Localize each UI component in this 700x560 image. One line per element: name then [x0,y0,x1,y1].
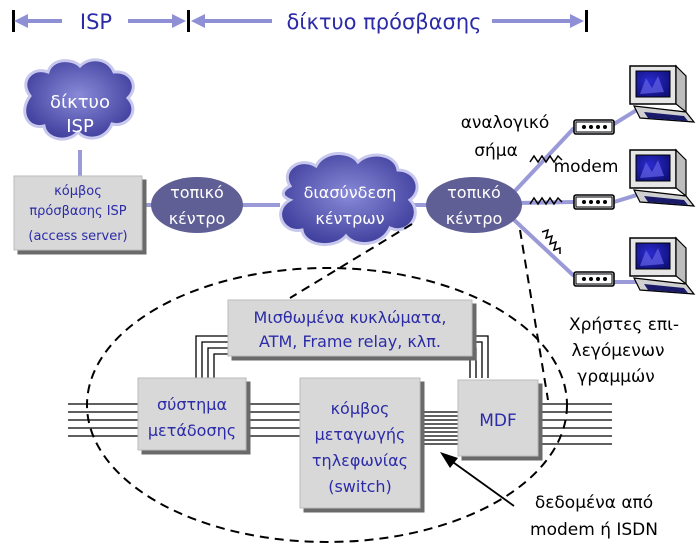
telephony-switch-line2: μεταγωγής [315,425,406,444]
local-exchange-right: τοπικό κέντρο [426,177,522,233]
local-exchange-right-line1: τοπικό [447,183,501,202]
leased-circuits-box: Μισθωμένα κυκλώματα, ATM, Frame relay, κ… [227,299,473,357]
interconnect-cloud-line2: κέντρων [315,209,384,228]
modem-label: modem [554,157,619,177]
isp-cloud-line1: δίκτυο [50,92,110,113]
line-bundles [68,335,612,445]
users-label-line2: λεγόμενων [572,341,665,361]
local-exchange-left: τοπικό κέντρο [151,177,243,233]
analog-signal-zigzags [529,154,563,254]
modem-icon [573,119,615,135]
isp-cloud-line2: ISP [66,116,94,137]
leased-circuits-line2: ATM, Frame relay, κλπ. [259,332,441,351]
isp-cloud: δίκτυο ISP [23,58,135,141]
data-arrow [440,452,515,507]
data-source-label-line2: modem ή ISDN [530,520,658,540]
mdf-box: MDF [457,379,539,457]
analog-signal-label-line1: αναλογικό [461,113,550,133]
access-server-line3: (access server) [28,229,127,244]
telephony-switch-box: κόμβος μεταγωγής τηλεφωνίας (switch) [299,377,421,509]
transmission-system-line2: μετάδοσης [148,421,236,440]
modem-icon [573,194,615,210]
access-server-line1: κόμβος [54,184,102,199]
computer-icon [629,149,695,207]
header-isp-label: ISP [80,10,112,34]
computer-icon [629,65,695,123]
access-server-box: κόμβος πρόσβασης ISP (access server) [13,175,143,251]
header-scale [12,10,588,32]
access-server-line2: πρόσβασης ISP [29,204,126,219]
telephony-switch-line4: (switch) [328,477,392,496]
header-access-network-label: δίκτυο πρόσβασης [287,10,482,34]
local-exchange-left-line1: τοπικό [170,183,224,202]
local-exchange-left-line2: κέντρο [169,209,226,228]
computer-icon [629,237,695,295]
transmission-system-box: σύστημα μετάδοσης [137,377,247,451]
users-label-line3: γραμμών [577,367,654,387]
mdf-label: MDF [479,411,517,431]
telephony-switch-line1: κόμβος [331,399,390,418]
modem-icon [573,271,615,287]
zoom-indicator [86,223,568,543]
users-label-line1: Χρήστες επι- [569,315,679,335]
transmission-system-line1: σύστημα [157,395,227,414]
interconnect-cloud-line1: διασύνδεση [304,183,397,202]
data-source-label-line1: δεδομένα από [535,493,653,513]
local-exchange-right-line2: κέντρο [446,209,503,228]
interconnect-cloud: διασύνδεση κέντρων [279,152,419,247]
telephony-switch-line3: τηλεφωνίας [312,451,408,470]
leased-circuits-line1: Μισθωμένα κυκλώματα, [254,308,447,327]
analog-signal-label-line2: σήμα [474,141,518,161]
